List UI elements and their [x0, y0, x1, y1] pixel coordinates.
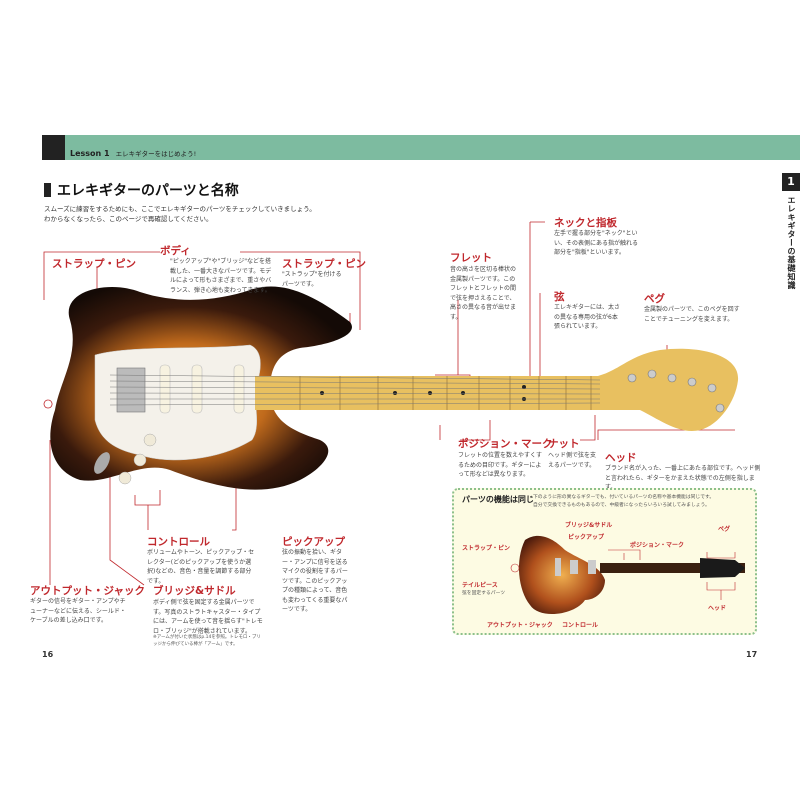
desc-position-mark: フレットの位置を数えやすくするための目印です。ギターによって形などは異なります。	[458, 452, 543, 478]
page-title: エレキギターのパーツと名称	[44, 180, 239, 200]
label-body: ボディ	[160, 245, 191, 257]
desc-peg: 金属製のパーツで、このペグを回すことでチューニングを変えます。	[644, 306, 740, 323]
box-label-strap: ストラップ・ピン	[462, 545, 511, 552]
intro-text: スムーズに練習をするためにも、ここでエレキギターのパーツをチェックしていきましょ…	[44, 205, 316, 223]
label-head: ヘッド	[605, 452, 637, 464]
label-pickup: ピックアップ	[282, 536, 345, 548]
label-string: 弦	[554, 291, 565, 303]
box-label-tailpiece: テイルピース	[462, 582, 498, 589]
box-label-position: ポジション・マーク	[630, 542, 685, 549]
box-title: パーツの機能は同じ	[462, 495, 534, 504]
box-label-peg: ペグ	[718, 526, 731, 533]
label-strap-pin-left: ストラップ・ピン	[52, 258, 136, 270]
box-tailpiece-desc: 弦を固定するパーツ	[462, 591, 506, 596]
box-label-head: ヘッド	[708, 605, 727, 612]
desc-neck: 左手で握る部分を"ネック"といい、その表側にある指が触れる部分を"指板"といいま…	[554, 230, 639, 256]
label-strap-pin-right: ストラップ・ピン	[282, 258, 366, 270]
desc-body: "ピックアップ"や"ブリッジ"などを搭載した、一番大きなパーツです。モデルによっ…	[170, 258, 272, 294]
desc-nut: ヘッド側で弦を支えるパーツです。	[548, 452, 597, 469]
box-label-output: アウトプット・ジャック	[487, 622, 553, 629]
box-desc: 下のように形の異なるギターでも、付いているパーツの名称や基本機能は同じです。自分…	[533, 495, 715, 508]
box-label-pickup: ピックアップ	[568, 534, 605, 541]
desc-strap-pin-right: "ストラップ"を付けるパーツです。	[282, 271, 342, 288]
label-bridge: ブリッジ&サドル	[153, 585, 236, 597]
label-fret: フレット	[450, 252, 492, 264]
page-number-right: 17	[746, 650, 758, 659]
label-output-jack: アウトプット・ジャック	[30, 585, 145, 597]
chapter-label: エレキギターの基礎知識	[787, 196, 796, 290]
desc-head: ブランド名が入った、一番上にあたる部位です。ヘッド側と言われたら、ギターをかまえ…	[605, 465, 761, 491]
note-bridge: ※アームが付いた状態はp.14を参照。トレモロ・ブリッジから伸びている棒が「アー…	[153, 635, 261, 647]
label-nut: ナット	[548, 438, 580, 450]
label-neck: ネックと指板	[554, 217, 617, 229]
label-peg: ペグ	[644, 293, 665, 305]
box-label-control: コントロール	[562, 622, 599, 629]
box-label-bridge: ブリッジ&サドル	[565, 522, 613, 529]
desc-output-jack: ギターの信号をギター・アンプやチューナーなどに伝える、シールド・ケーブルの差し込…	[30, 598, 126, 624]
label-position-mark: ポジション・マーク	[458, 438, 553, 450]
desc-control: ボリュームやトーン、ピックアップ・セレクター(どのピックアップを使うか選択)など…	[147, 549, 255, 585]
desc-string: エレキギターには、太さの異なる専用の弦が6本張られています。	[554, 304, 621, 330]
label-control: コントロール	[147, 536, 210, 548]
desc-pickup: 弦の振動を拾い、ギター・アンプに信号を送るマイクの役割をするパーツです。このピッ…	[282, 549, 348, 613]
desc-fret: 音の高さを区切る棒状の金属製パーツです。このフレットとフレットの間で弦を押さえる…	[450, 266, 517, 321]
header-band	[65, 135, 800, 160]
header-block	[42, 135, 65, 160]
page-number-left: 16	[42, 650, 54, 659]
desc-bridge: ボディ側で弦を固定する金属パーツです。写真のストラトキャスター・タイプには、アー…	[153, 599, 263, 635]
chapter-number: 1	[782, 173, 800, 191]
